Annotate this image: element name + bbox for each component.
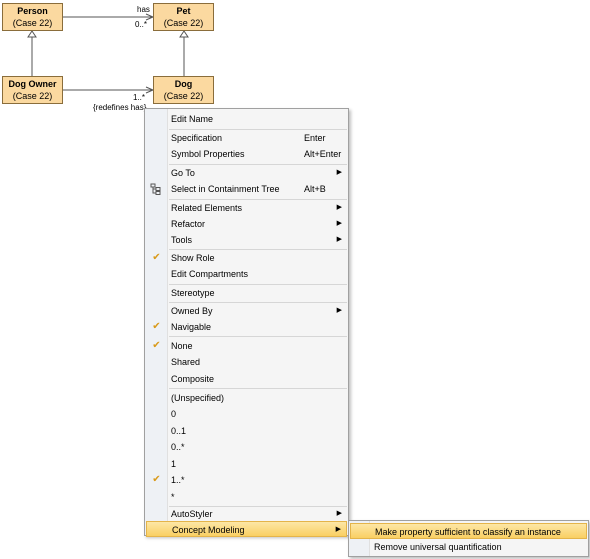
menu-item-label: Edit Compartments xyxy=(171,269,249,279)
submenu-arrow-icon: ▶ xyxy=(336,236,342,243)
context-menu: Edit Name Specification Enter Symbol Prop… xyxy=(144,108,349,537)
menu-item-navigable[interactable]: ✔ Navigable xyxy=(146,319,347,335)
class-case: (Case 22) xyxy=(12,91,53,101)
menu-item-remove-universal-quantification[interactable]: Remove universal quantification xyxy=(350,539,587,555)
menu-item-label: Select in Containment Tree xyxy=(171,184,280,194)
submenu-arrow-icon: ▶ xyxy=(336,220,342,227)
menu-item-label: Show Role xyxy=(171,253,215,263)
assoc-has-label: has xyxy=(137,5,150,14)
class-pet[interactable]: Pet (Case 22) xyxy=(153,3,214,31)
menu-item-mult-0-many[interactable]: 0..* xyxy=(146,439,347,455)
menu-item-autostyler[interactable]: AutoStyler ▶ xyxy=(146,506,347,522)
menu-separator xyxy=(169,284,347,285)
menu-item-label: Tools xyxy=(171,235,193,245)
menu-item-label: None xyxy=(171,341,193,351)
assoc-dog-constraint: {redefines has} xyxy=(93,103,147,112)
menu-item-mult-0[interactable]: 0 xyxy=(146,406,347,422)
menu-item-tools[interactable]: Tools ▶ xyxy=(146,232,347,248)
menu-item-mult-1[interactable]: 1 xyxy=(146,456,347,472)
menu-item-go-to[interactable]: Go To ▶ xyxy=(146,165,347,181)
menu-item-none[interactable]: ✔ None xyxy=(146,338,347,354)
containment-tree-icon xyxy=(150,183,162,200)
menu-item-stereotype[interactable]: Stereotype xyxy=(146,285,347,301)
class-name: Dog xyxy=(174,79,193,89)
menu-item-label: (Unspecified) xyxy=(171,393,225,403)
class-dog[interactable]: Dog (Case 22) xyxy=(153,76,214,104)
class-person[interactable]: Person (Case 22) xyxy=(2,3,63,31)
menu-item-label: Composite xyxy=(171,374,215,384)
menu-item-label: 0..1 xyxy=(171,426,187,436)
menu-item-label: 1..* xyxy=(171,475,185,485)
menu-item-symbol-properties[interactable]: Symbol Properties Alt+Enter xyxy=(146,146,347,162)
concept-modeling-submenu: Make property sufficient to classify an … xyxy=(348,520,589,557)
class-case: (Case 22) xyxy=(12,18,53,28)
menu-separator xyxy=(169,249,347,250)
menu-item-label: Concept Modeling xyxy=(172,525,245,535)
menu-separator xyxy=(169,336,347,337)
menu-item-label: Specification xyxy=(171,133,223,143)
menu-item-label: 1 xyxy=(171,459,177,469)
menu-separator xyxy=(169,388,347,389)
assoc-dog-multiplicity: 1..* xyxy=(133,93,146,102)
menu-item-label: Owned By xyxy=(171,306,213,316)
menu-item-label: Navigable xyxy=(171,322,212,332)
menu-item-label: Make property sufficient to classify an … xyxy=(375,527,561,537)
check-icon: ✔ xyxy=(152,474,161,485)
menu-item-owned-by[interactable]: Owned By ▶ xyxy=(146,303,347,319)
class-dog-owner[interactable]: Dog Owner (Case 22) xyxy=(2,76,63,104)
class-name: Pet xyxy=(176,6,191,16)
menu-item-label: Refactor xyxy=(171,219,206,229)
menu-item-label: Related Elements xyxy=(171,203,243,213)
menu-item-label: 0..* xyxy=(171,442,185,452)
class-name: Dog Owner xyxy=(8,79,57,89)
menu-separator xyxy=(169,129,347,130)
submenu-arrow-icon: ▶ xyxy=(336,204,342,211)
menu-item-mult-0-1[interactable]: 0..1 xyxy=(146,423,347,439)
check-icon: ✔ xyxy=(152,321,161,332)
submenu-arrow-icon: ▶ xyxy=(336,510,342,517)
menu-item-unspecified[interactable]: (Unspecified) xyxy=(146,390,347,406)
check-icon: ✔ xyxy=(152,340,161,351)
menu-item-edit-name[interactable]: Edit Name xyxy=(146,111,347,127)
menu-item-mult-1-many[interactable]: ✔ 1..* xyxy=(146,472,347,488)
submenu-arrow-icon: ▶ xyxy=(336,307,342,314)
menu-item-label: Symbol Properties xyxy=(171,149,245,159)
menu-item-shortcut: Enter xyxy=(304,133,326,143)
menu-item-label: AutoStyler xyxy=(171,509,213,519)
menu-item-label: Remove universal quantification xyxy=(374,542,502,552)
menu-item-refactor[interactable]: Refactor ▶ xyxy=(146,216,347,232)
menu-item-label: Edit Name xyxy=(171,114,214,124)
menu-item-make-property-sufficient[interactable]: Make property sufficient to classify an … xyxy=(350,523,587,539)
submenu-arrow-icon: ▶ xyxy=(336,169,342,176)
check-icon: ✔ xyxy=(152,252,161,263)
class-name: Person xyxy=(17,6,48,16)
class-case: (Case 22) xyxy=(163,91,204,101)
menu-item-show-role[interactable]: ✔ Show Role xyxy=(146,250,347,266)
menu-item-shortcut: Alt+Enter xyxy=(304,149,342,159)
submenu-arrow-icon: ▶ xyxy=(335,526,341,533)
class-case: (Case 22) xyxy=(163,18,204,28)
menu-item-shortcut: Alt+B xyxy=(304,184,326,194)
menu-gutter xyxy=(145,109,168,535)
menu-item-select-in-containment-tree[interactable]: Select in Containment Tree Alt+B xyxy=(146,181,347,197)
menu-item-edit-compartments[interactable]: Edit Compartments xyxy=(146,266,347,282)
menu-item-specification[interactable]: Specification Enter xyxy=(146,130,347,146)
menu-item-label: 0 xyxy=(171,409,177,419)
menu-item-concept-modeling[interactable]: Concept Modeling ▶ xyxy=(146,521,347,537)
menu-item-shared[interactable]: Shared xyxy=(146,354,347,370)
menu-item-label: Stereotype xyxy=(171,288,215,298)
menu-separator xyxy=(169,199,347,200)
menu-separator xyxy=(169,164,347,165)
menu-item-composite[interactable]: Composite xyxy=(146,371,347,387)
menu-item-label: * xyxy=(171,492,175,502)
menu-item-label: Shared xyxy=(171,357,201,367)
menu-item-mult-many[interactable]: * xyxy=(146,489,347,505)
menu-separator xyxy=(169,506,347,507)
menu-separator xyxy=(169,302,347,303)
assoc-has-multiplicity: 0..* xyxy=(135,20,148,29)
menu-item-related-elements[interactable]: Related Elements ▶ xyxy=(146,200,347,216)
menu-item-label: Go To xyxy=(171,168,195,178)
